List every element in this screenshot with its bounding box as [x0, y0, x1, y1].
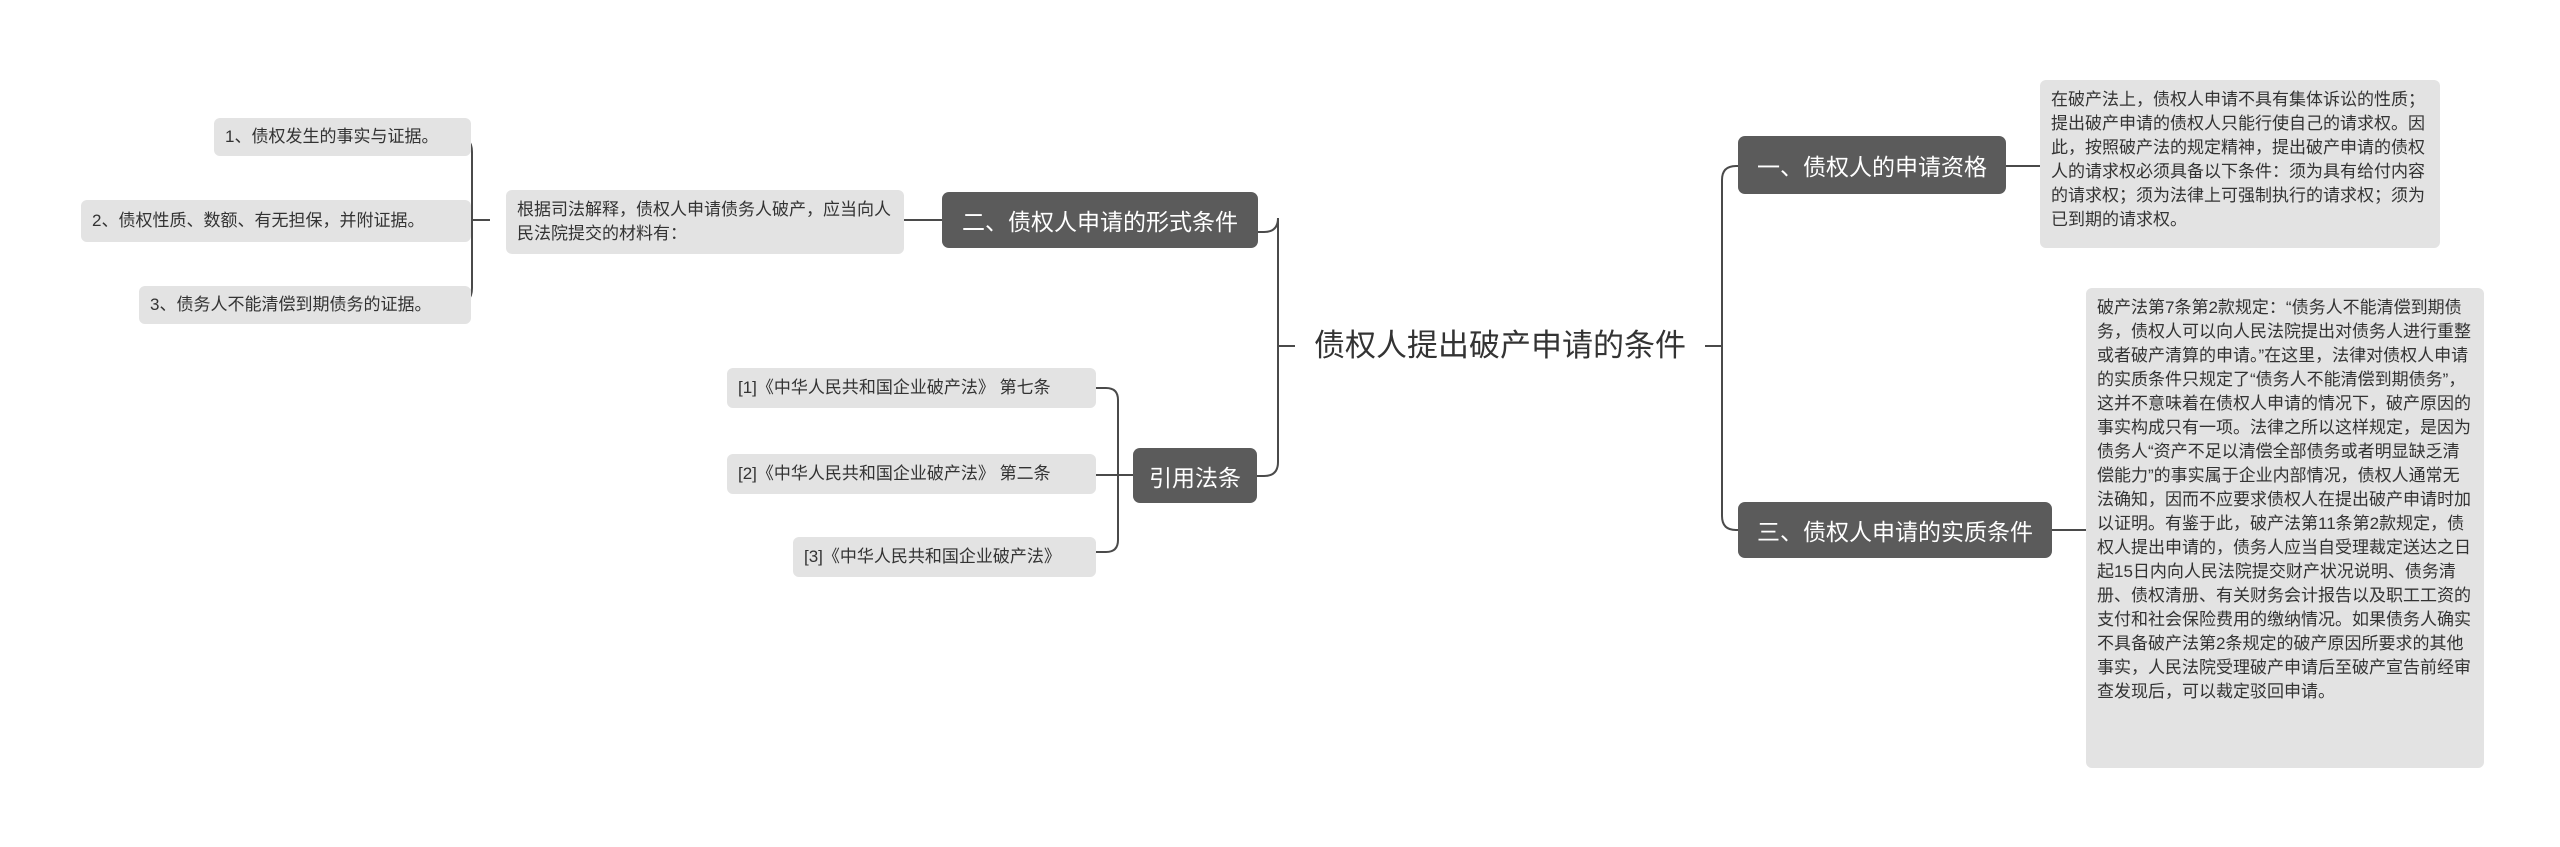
formal-conditions-note[interactable]: 根据司法解释，债权人申请债务人破产，应当向人民法院提交的材料有： — [506, 190, 904, 254]
branch-substantive-conditions[interactable]: 三、债权人申请的实质条件 — [1738, 502, 2052, 558]
substantive-conditions-note[interactable]: 破产法第7条第2款规定：“债务人不能清偿到期债务，债权人可以向人民法院提出对债务… — [2086, 288, 2484, 768]
citation-item-2[interactable]: [2]《中华人民共和国企业破产法》 第二条 — [727, 454, 1096, 494]
branch-citations[interactable]: 引用法条 — [1133, 448, 1257, 503]
root-topic[interactable]: 债权人提出破产申请的条件 — [1300, 300, 1700, 392]
branch-formal-conditions[interactable]: 二、债权人申请的形式条件 — [942, 192, 1258, 248]
qualification-note[interactable]: 在破产法上，债权人申请不具有集体诉讼的性质；提出破产申请的债权人只能行使自己的请… — [2040, 80, 2440, 248]
formal-item-2[interactable]: 2、债权性质、数额、有无担保，并附证据。 — [81, 200, 471, 242]
formal-item-1[interactable]: 1、债权发生的事实与证据。 — [214, 118, 471, 156]
branch-qualification[interactable]: 一、债权人的申请资格 — [1738, 136, 2006, 194]
connector-right-branches — [1721, 165, 1738, 531]
connector-citations — [1096, 387, 1133, 553]
citation-item-1[interactable]: [1]《中华人民共和国企业破产法》 第七条 — [727, 368, 1096, 408]
connector-left-branches — [1253, 217, 1280, 477]
citation-item-3[interactable]: [3]《中华人民共和国企业破产法》 — [793, 537, 1096, 577]
formal-item-3[interactable]: 3、债务人不能清偿到期债务的证据。 — [139, 286, 471, 324]
connector-formal-items — [455, 135, 490, 305]
